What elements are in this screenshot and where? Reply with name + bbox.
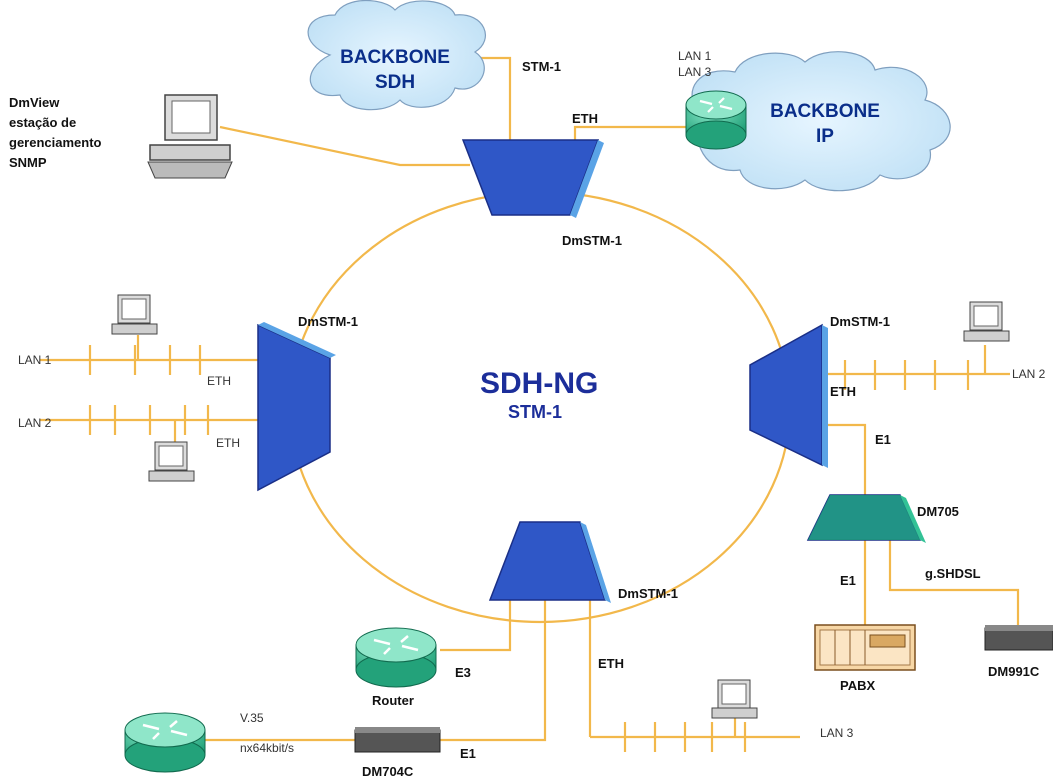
mux-left-icon [257, 322, 336, 492]
label-e3: E3 [455, 665, 471, 680]
wire-gshdsl [888, 540, 1020, 628]
label-router: Router [372, 693, 414, 708]
backbone-ip-line1: BACKBONE [770, 101, 880, 122]
center-title: SDH-NG [480, 367, 598, 400]
dm704c-icon [354, 727, 441, 753]
dmview-line2: estação de [9, 115, 76, 130]
label-lan3-top: LAN 3 [678, 65, 712, 79]
label-eth-left2: ETH [216, 436, 240, 450]
label-dm991c: DM991C [988, 664, 1040, 679]
label-dm704c: DM704C [362, 764, 414, 779]
dm991c-icon [984, 625, 1053, 651]
labels: SDH-NG STM-1 DmView estação de gerenciam… [9, 49, 1046, 779]
label-e1-bottom: E1 [460, 746, 476, 761]
label-lan1-left: LAN 1 [18, 353, 52, 367]
router-e3-icon [355, 627, 437, 688]
label-dm-right: DmSTM-1 [830, 314, 890, 329]
dmview-computer-icon [147, 94, 233, 179]
dmview-line3: gerenciamento [9, 135, 102, 150]
label-lan1-top: LAN 1 [678, 49, 712, 63]
computer-lan1-left-icon [111, 294, 158, 335]
label-lan2-left: LAN 2 [18, 416, 52, 430]
wire-e3 [440, 598, 512, 652]
mux-top-icon [461, 139, 604, 218]
label-lan3-bottom: LAN 3 [820, 726, 854, 740]
router-v35-icon [124, 712, 206, 773]
pabx-icon [814, 624, 916, 671]
wire-dmview [219, 125, 470, 167]
label-v35: V.35 [240, 711, 264, 725]
label-dm-top: DmSTM-1 [562, 233, 622, 248]
computer-lan2-left-icon [148, 441, 195, 482]
backbone-ip-line2: IP [816, 126, 834, 147]
label-pabx: PABX [840, 678, 875, 693]
wire-e1-bottom [440, 598, 547, 742]
label-e1-pabx: E1 [840, 573, 856, 588]
label-lan2-right: LAN 2 [1012, 367, 1046, 381]
label-nx64: nx64kbit/s [240, 741, 294, 755]
wire-backbone-sdh [470, 56, 512, 150]
label-gshdsl: g.SHDSL [925, 566, 981, 581]
center-subtitle: STM-1 [508, 402, 562, 422]
mux-bottom-icon [488, 521, 611, 603]
backbone-sdh-line2: SDH [375, 72, 415, 93]
label-eth-right: ETH [830, 384, 856, 399]
label-dm-left: DmSTM-1 [298, 314, 358, 329]
label-eth-left1: ETH [207, 374, 231, 388]
label-dm-bottom: DmSTM-1 [618, 586, 678, 601]
label-stm1-top: STM-1 [522, 59, 561, 74]
computer-lan2-right-icon [963, 301, 1010, 342]
label-e1-right: E1 [875, 432, 891, 447]
dm705-icon [806, 494, 926, 543]
label-eth-top: ETH [572, 111, 598, 126]
label-eth-bottom: ETH [598, 656, 624, 671]
backbone-sdh-line1: BACKBONE [340, 47, 450, 68]
computer-lan3-bottom-icon [711, 679, 758, 719]
backbone-ip-cloud: BACKBONE IP [691, 51, 951, 192]
router-backbone-ip-icon [685, 90, 747, 150]
wire-e1-right [822, 423, 867, 497]
dmview-line4: SNMP [9, 155, 47, 170]
connection-wires [40, 56, 1020, 752]
label-dm705: DM705 [917, 504, 959, 519]
mux-right-icon [749, 323, 828, 468]
backbone-sdh-cloud: BACKBONE SDH [307, 0, 486, 111]
dmview-line1: DmView [9, 95, 60, 110]
